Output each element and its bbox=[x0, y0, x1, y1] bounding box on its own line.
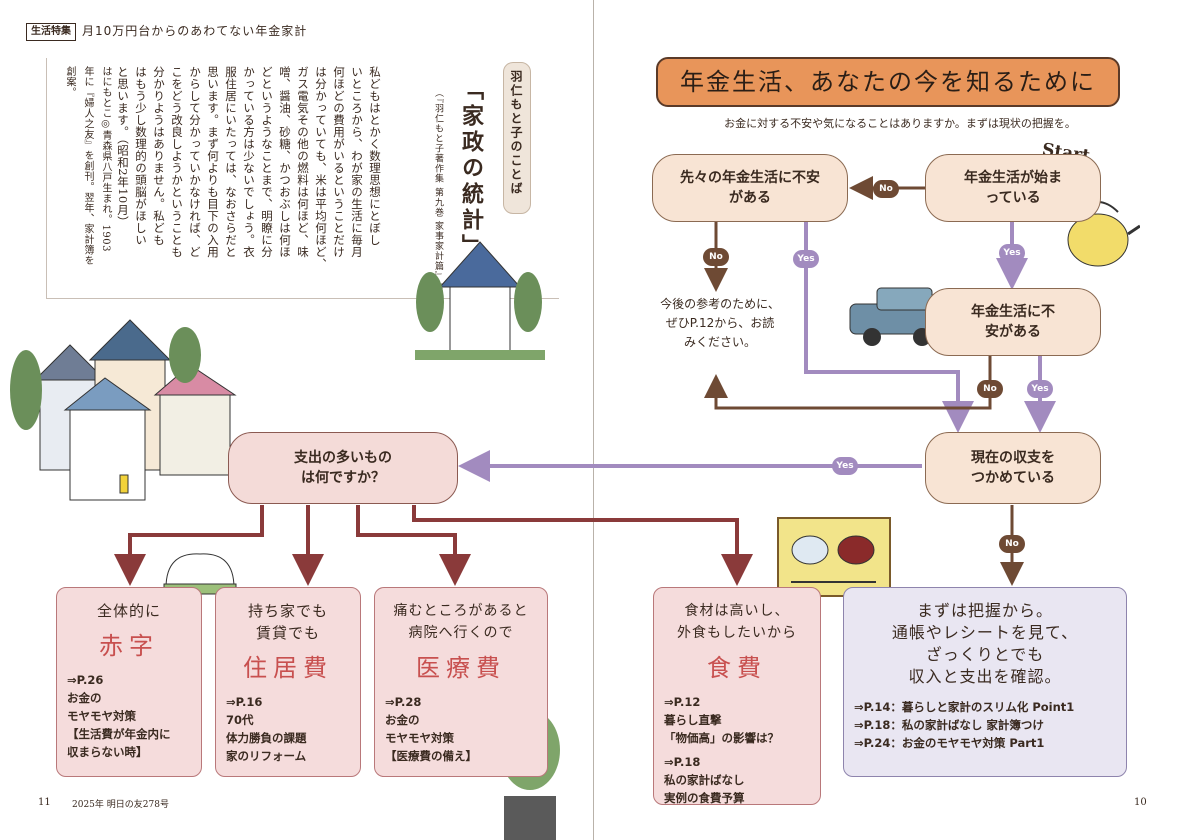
house-illustration bbox=[415, 241, 545, 360]
no-pill: No bbox=[873, 180, 899, 198]
quote-body-line: 私どもはとかく数理思想にとぼし bbox=[368, 66, 382, 246]
card-heading: 住居費 bbox=[243, 654, 333, 682]
quote-body-line: 年に『婦人之友』を創刊。翌年、家計簿を bbox=[82, 66, 93, 266]
quote-body-line: 創案。 bbox=[64, 66, 75, 98]
ref-line: 実例の食費予算 bbox=[664, 791, 745, 805]
yes-pill: Yes bbox=[832, 457, 858, 475]
quote-body-line: 分かりようはありません。私ども bbox=[152, 66, 166, 246]
card-medical: 痛むところがあると 病院へ行くので 医療費 ⇒P.28 お金の モヤモヤ対策 【… bbox=[374, 587, 548, 777]
ref-line: 家のリフォーム bbox=[226, 749, 307, 763]
quote-body-line: は分かっていても、米は平均何ほど、 bbox=[314, 66, 328, 270]
card-housing: 持ち家でも 賃貸でも 住居費 ⇒P.16 70代 体力勝負の課題 家のリフォーム bbox=[215, 587, 361, 777]
quote-body-line: いところから、わが家の生活に毎月 bbox=[350, 66, 364, 258]
quote-body-line: こをどう改良しようかということも bbox=[170, 66, 184, 258]
no-pill: No bbox=[703, 248, 729, 266]
card-heading: 赤字 bbox=[99, 632, 159, 660]
intro-text: お金に対する不安や気になることはありますか。まずは現状の把握を。 bbox=[724, 117, 1076, 130]
card-refs: ⇒P.16 70代 体力勝負の課題 家のリフォーム bbox=[226, 693, 350, 765]
card-refs: ⇒P.26 お金の モヤモヤ対策 【生活費が年金内に 収まらない時】 bbox=[67, 671, 191, 761]
node-current-anxiety-label: 年金生活に不安がある bbox=[971, 304, 1055, 340]
ref-page[interactable]: ⇒P.18 bbox=[664, 755, 701, 769]
node-future-anxiety-label: 先々の年金生活に不安がある bbox=[680, 170, 820, 206]
ref-line: 【生活費が年金内に bbox=[67, 727, 171, 741]
car-illustration bbox=[849, 287, 941, 346]
yes-pill: Yes bbox=[793, 250, 819, 268]
final-line: 通帳やレシートを見て、 bbox=[891, 623, 1079, 642]
quote-body-line: かっている方は少ないでしょう。衣 bbox=[242, 66, 256, 258]
final-ref[interactable]: ⇒P.24：お金のモヤモヤ対策 Part1 bbox=[854, 736, 1045, 750]
node-top-expense-label: 支出の多いものは何ですか？ bbox=[294, 450, 392, 486]
quote-frame bbox=[46, 58, 559, 299]
card-top: 全体的に bbox=[96, 602, 161, 620]
card-top: 痛むところがあると 病院へ行くので bbox=[393, 603, 529, 641]
advise-text: 今後の参考のために、ぜひP.12から、お読みください。 bbox=[660, 297, 780, 349]
yes-pill: Yes bbox=[1027, 380, 1053, 398]
quote-source: （『羽仁もと子著作集 第九巻 家事家計篇』より） bbox=[433, 88, 443, 312]
author-tab bbox=[503, 62, 531, 214]
quote-author: 羽仁もと子のことば bbox=[509, 70, 523, 196]
final-line: まずは把握から。 bbox=[916, 601, 1053, 620]
category-label: 生活特集 bbox=[26, 23, 76, 41]
ref-page[interactable]: ⇒P.28 bbox=[385, 695, 422, 709]
page-divider bbox=[593, 0, 594, 840]
ref-line: モヤモヤ対策 bbox=[385, 731, 454, 745]
card-top: 食材は高いし、 外食もしたいから bbox=[677, 603, 797, 641]
quote-body-line: どというようなことまで、明瞭に分 bbox=[260, 66, 274, 258]
card-understand-first: まずは把握から。 通帳やレシートを見て、 ざっくりとでも 収入と支出を確認。 ⇒… bbox=[843, 587, 1127, 777]
node-budget-known: 現在の収支をつかめている bbox=[925, 432, 1101, 504]
final-line: ざっくりとでも bbox=[925, 645, 1045, 664]
ref-line: 体力勝負の課題 bbox=[226, 731, 307, 745]
quote-body-line: はもう少し数理的の頭脳がほしい bbox=[134, 66, 148, 246]
quote-body: 私どもはとかく数理思想にとぼしいところから、わが家の生活に毎月何ほどの費用がいる… bbox=[60, 66, 384, 286]
running-title: 月10万円台からのあわてない年金家計 bbox=[82, 24, 308, 38]
ref-line: お金の bbox=[385, 713, 420, 727]
ref-line: 70代 bbox=[226, 713, 254, 727]
final-ref[interactable]: ⇒P.14：暮らしと家計のスリム化 Point1 bbox=[854, 700, 1075, 714]
quote-body-line: 服住居にいたっては、なおさらだと bbox=[224, 66, 238, 258]
quote-body-line: はにもとこ◎青森県八戸生まれ。1903 bbox=[100, 66, 111, 252]
ref-line: モヤモヤ対策 bbox=[67, 709, 136, 723]
ref-line: お金の bbox=[67, 691, 102, 705]
no-pill: No bbox=[999, 535, 1025, 553]
ref-page[interactable]: ⇒P.26 bbox=[67, 673, 104, 687]
quote-body-line: と思います。（昭和2年10月） bbox=[116, 66, 130, 228]
page-number-right: 10 bbox=[1134, 797, 1147, 808]
quote-body-line: 何ほどの費用がいるということだけ bbox=[332, 66, 346, 258]
node-budget-known-label: 現在の収支をつかめている bbox=[971, 450, 1055, 486]
ref-line: 【医療費の備え】 bbox=[385, 749, 477, 763]
final-ref[interactable]: ⇒P.18：私の家計ばなし 家計簿つけ bbox=[854, 718, 1044, 732]
node-pension-started: 年金生活が始まっている bbox=[925, 154, 1101, 222]
quote-title: 「家政の統計」 bbox=[458, 78, 484, 260]
quote-body-line: ガス電気その他の燃料は何ほど、味 bbox=[296, 66, 310, 258]
card-food: 食材は高いし、 外食もしたいから 食費 ⇒P.12 暮らし直撃 「物価高」の影響… bbox=[653, 587, 821, 805]
quote-body-line: からして分かっていかなければ、ど bbox=[188, 66, 202, 258]
node-current-anxiety: 年金生活に不安がある bbox=[925, 288, 1101, 356]
final-line: 収入と支出を確認。 bbox=[908, 667, 1062, 686]
quote-body-line: 思います。まず何よりも目下の入用 bbox=[206, 66, 220, 258]
no-pill: No bbox=[977, 380, 1003, 398]
node-top-expense: 支出の多いものは何ですか？ bbox=[228, 432, 458, 504]
issue-label: 2025年 明日の友278号 bbox=[72, 800, 169, 810]
ref-line: 私の家計ばなし bbox=[664, 773, 745, 787]
node-pension-started-label: 年金生活が始まっている bbox=[964, 170, 1062, 206]
page-number-left: 11 bbox=[38, 797, 51, 808]
ref-line: 「物価高」の影響は？ bbox=[664, 731, 779, 745]
node-future-anxiety: 先々の年金生活に不安がある bbox=[652, 154, 848, 222]
ref-page[interactable]: ⇒P.16 bbox=[226, 695, 263, 709]
yes-pill: Yes bbox=[999, 244, 1025, 262]
card-refs: ⇒P.12 暮らし直撃 「物価高」の影響は？ ⇒P.18 私の家計ばなし 実例の… bbox=[664, 693, 810, 807]
card-heading: 食費 bbox=[707, 654, 767, 682]
ref-line: 暮らし直撃 bbox=[664, 713, 722, 727]
ref-line: 収まらない時】 bbox=[67, 745, 148, 759]
card-heading: 医療費 bbox=[416, 654, 506, 682]
meal-tray-illustration bbox=[777, 517, 891, 597]
quote-body-line: 噌、醤油、砂糖、かつおぶしは何ほ bbox=[278, 66, 292, 258]
houses-illustration bbox=[10, 319, 237, 501]
card-deficit: 全体的に 赤字 ⇒P.26 お金の モヤモヤ対策 【生活費が年金内に 収まらない… bbox=[56, 587, 202, 777]
card-top: 持ち家でも 賃貸でも bbox=[247, 602, 328, 642]
ref-page[interactable]: ⇒P.12 bbox=[664, 695, 701, 709]
card-refs: ⇒P.28 お金の モヤモヤ対策 【医療費の備え】 bbox=[385, 693, 537, 765]
flowchart-title: 年金生活、あなたの今を知るために bbox=[656, 57, 1120, 107]
